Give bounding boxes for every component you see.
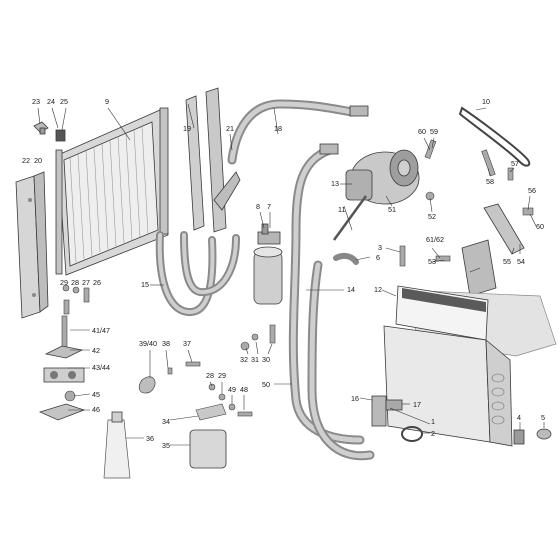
callout-60a: 60 [418, 127, 426, 136]
callout-58: 58 [486, 177, 494, 186]
expansion-valve-part [371, 395, 403, 427]
small-clamp-part [536, 428, 552, 440]
callout-21: 21 [226, 124, 234, 133]
callout-45: 45 [92, 390, 100, 399]
callout-4: 4 [517, 413, 521, 422]
hose-14 [288, 143, 365, 445]
hose-18 [227, 99, 369, 165]
callout-14: 14 [347, 285, 355, 294]
callout-29a: 29 [60, 278, 68, 287]
wing-nut-part [33, 121, 49, 135]
callout-26: 26 [93, 278, 101, 287]
callout-7: 7 [267, 202, 271, 211]
callout-42: 42 [92, 346, 100, 355]
tensioner-bracket-part [483, 203, 525, 255]
callout-labels: 1 2 3 4 5 6 7 8 9 10 11 12 13 14 15 16 1… [22, 97, 545, 450]
callout-50: 50 [262, 380, 270, 389]
mount-bracket-part [461, 239, 497, 297]
callout-18: 18 [274, 124, 282, 133]
callout-19: 19 [183, 124, 191, 133]
hose-15 [155, 231, 240, 316]
callout-11: 11 [338, 205, 345, 214]
callout-61-62: 61/62 [426, 235, 444, 244]
callout-31: 31 [251, 355, 259, 364]
drive-belt-part [458, 106, 531, 167]
callout-49: 49 [228, 385, 236, 394]
callout-25: 25 [60, 97, 68, 106]
callout-48: 48 [240, 385, 248, 394]
callout-9: 9 [105, 97, 109, 106]
bracket-part [185, 87, 241, 233]
callout-24: 24 [47, 97, 55, 106]
callout-3: 3 [378, 243, 382, 252]
callout-1: 1 [431, 417, 435, 426]
callout-53: 53 [428, 257, 436, 266]
callout-8: 8 [256, 202, 260, 211]
receiver-drier-part [253, 223, 283, 305]
hose-50 [307, 260, 375, 461]
callout-32: 32 [240, 355, 248, 364]
callout-20: 20 [34, 156, 42, 165]
callout-35: 35 [162, 441, 170, 450]
callout-12: 12 [374, 285, 382, 294]
callout-15: 15 [141, 280, 149, 289]
condenser-part [55, 107, 169, 276]
callout-23: 23 [32, 97, 40, 106]
callout-55: 55 [503, 257, 511, 266]
callout-59: 59 [430, 127, 438, 136]
clip-part [55, 129, 66, 142]
compressor-part [332, 149, 420, 241]
hose-clamp-part [401, 426, 423, 442]
callout-28a: 28 [71, 278, 79, 287]
callout-37: 37 [183, 339, 191, 348]
drain-plug-part [513, 429, 525, 445]
callout-17: 17 [413, 400, 421, 409]
evaporator-core-part [383, 325, 513, 447]
callout-28b: 28 [206, 371, 214, 380]
callout-57: 57 [511, 159, 519, 168]
callout-34: 34 [162, 417, 170, 426]
callout-60b: 60 [536, 222, 544, 231]
callout-54: 54 [517, 257, 525, 266]
callout-39-40: 39/40 [139, 339, 157, 348]
callout-52: 52 [428, 212, 436, 221]
elbow-hose-part [333, 252, 359, 265]
small-parts-group [38, 345, 227, 479]
callout-22: 22 [22, 156, 30, 165]
callout-27: 27 [82, 278, 90, 287]
leader-lines [37, 103, 545, 446]
callout-2: 2 [431, 429, 435, 438]
callout-5: 5 [541, 413, 545, 422]
callout-29b: 29 [218, 371, 226, 380]
callout-16: 16 [351, 394, 359, 403]
callout-38: 38 [162, 339, 170, 348]
side-plate-part [15, 171, 49, 319]
callout-6: 6 [376, 253, 380, 262]
callout-10: 10 [482, 97, 490, 106]
callout-13: 13 [331, 179, 339, 188]
callout-41-47: 41/47 [92, 326, 110, 335]
callout-43-44: 43/44 [92, 363, 110, 372]
callout-56: 56 [528, 186, 536, 195]
callout-46: 46 [92, 405, 100, 414]
callout-30: 30 [262, 355, 270, 364]
callout-36: 36 [146, 434, 154, 443]
callout-51: 51 [388, 205, 396, 214]
